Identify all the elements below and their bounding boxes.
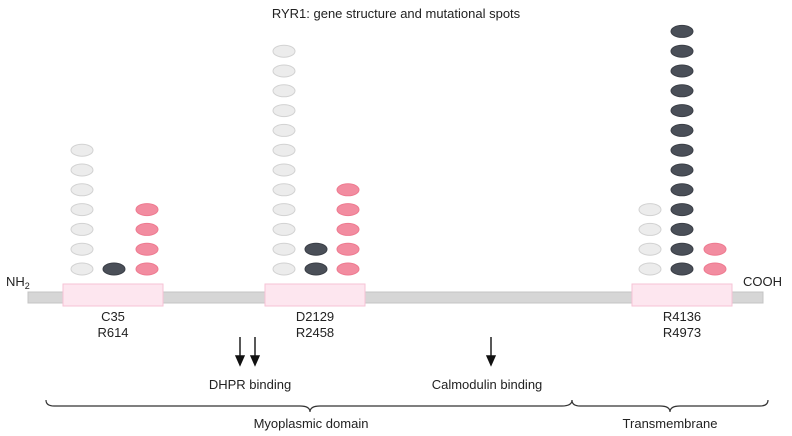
dhpr-arrow-1-head [234, 355, 246, 367]
mutation-spot-light [638, 262, 662, 276]
mutation-spot-pink [336, 262, 360, 276]
transmembrane-label: Transmembrane [623, 416, 718, 431]
region-2-line1: D2129 [296, 309, 334, 324]
mutation-spot-light [638, 222, 662, 236]
mutation-spot-pink [135, 262, 159, 276]
myoplasmic-domain-label: Myoplasmic domain [254, 416, 369, 431]
mutation-spot-pink [135, 222, 159, 236]
diagram-title: RYR1: gene structure and mutational spot… [272, 6, 521, 21]
mutation-spot-dark [670, 222, 694, 236]
transmembrane-brace [571, 399, 769, 413]
mutation-spot-light [272, 64, 296, 78]
mutation-spot-dark [670, 44, 694, 58]
mutation-spot-light [272, 143, 296, 157]
mutation-spot-light [272, 203, 296, 217]
mutation-spot-light [70, 222, 94, 236]
dhpr-binding-label: DHPR binding [209, 377, 291, 392]
calmodulin-arrow [485, 337, 497, 367]
dhpr-arrows [234, 337, 261, 367]
mutation-spot-dark [670, 163, 694, 177]
region-1-line2: R614 [97, 325, 128, 340]
mutation-spot-pink [336, 203, 360, 217]
mutation-spot-dark [670, 104, 694, 118]
region-3-line1: R4136 [663, 309, 701, 324]
mutation-spot-pink [135, 242, 159, 256]
c-terminus-label: COOH [743, 274, 782, 289]
dhpr-arrow-2-head [249, 355, 261, 367]
mutation-spot-pink [703, 242, 727, 256]
mutation-spot-pink [336, 222, 360, 236]
mutation-spot-dark [102, 262, 126, 276]
mutation-spot-light [272, 44, 296, 58]
mutation-spot-dark [304, 262, 328, 276]
mutation-spot-dark [670, 183, 694, 197]
mutation-spot-dark [670, 64, 694, 78]
mutation-spot-pink [135, 203, 159, 217]
mutation-spot-dark [670, 242, 694, 256]
mutation-spot-light [70, 242, 94, 256]
mutation-spot-light [272, 242, 296, 256]
mutation-spot-light [638, 203, 662, 217]
mutation-spots [70, 24, 727, 276]
myoplasmic-domain-brace [45, 399, 573, 413]
n-terminus-label: NH2 [6, 274, 30, 291]
mutation-spot-light [272, 222, 296, 236]
protein-backbone [27, 291, 764, 304]
mutation-spot-light [70, 262, 94, 276]
mutation-spot-light [70, 143, 94, 157]
mutation-spot-light [70, 203, 94, 217]
mutation-spot-light [272, 84, 296, 98]
mutation-spot-light [272, 262, 296, 276]
mutation-spot-dark [670, 123, 694, 137]
mutation-spot-light [70, 183, 94, 197]
mutation-spot-light [272, 163, 296, 177]
mutation-spot-light [272, 123, 296, 137]
mutation-spot-dark [670, 24, 694, 38]
region-box-2 [264, 283, 366, 307]
region-box-3 [631, 283, 733, 307]
mutation-spot-dark [304, 242, 328, 256]
mutation-spot-dark [670, 203, 694, 217]
mutation-spot-pink [703, 262, 727, 276]
calmodulin-arrow-head [485, 355, 497, 367]
calmodulin-binding-label: Calmodulin binding [432, 377, 543, 392]
mutation-spot-dark [670, 262, 694, 276]
region-2-line2: R2458 [296, 325, 334, 340]
mutation-spot-dark [670, 143, 694, 157]
mutation-spot-pink [336, 183, 360, 197]
region-box-1 [62, 283, 164, 307]
region-1-line1: C35 [101, 309, 125, 324]
mutation-spot-light [272, 104, 296, 118]
mutation-spot-pink [336, 242, 360, 256]
mutation-spot-light [272, 183, 296, 197]
mutation-spot-light [70, 163, 94, 177]
mutation-spot-light [638, 242, 662, 256]
mutation-spot-dark [670, 84, 694, 98]
region-3-line2: R4973 [663, 325, 701, 340]
